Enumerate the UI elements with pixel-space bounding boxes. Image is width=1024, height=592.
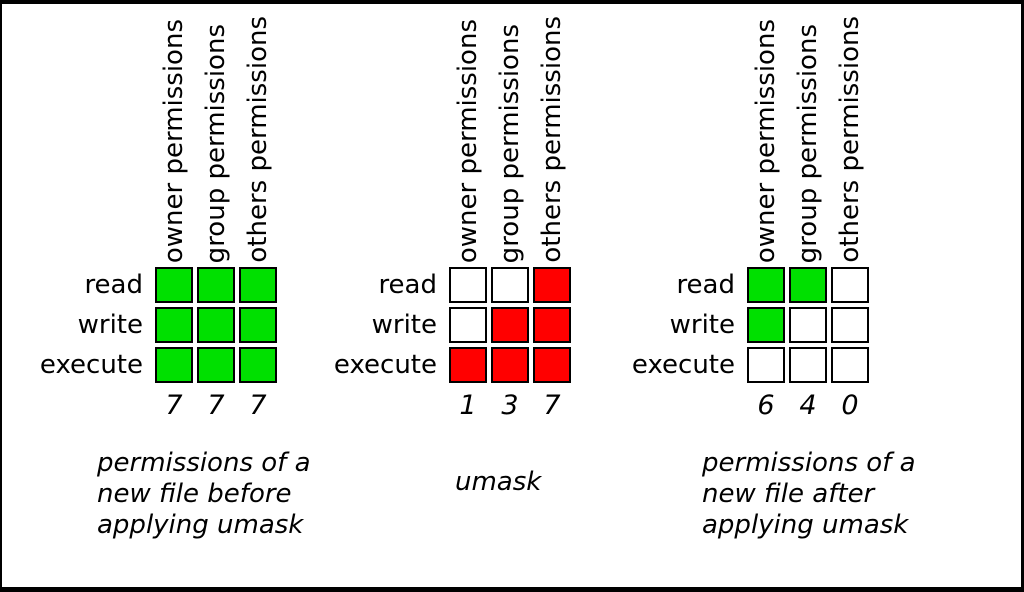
digit-group: 3: [501, 390, 519, 421]
digit-owner: 7: [165, 390, 183, 421]
caption-after-umask: permissions of a new file after applying…: [702, 448, 916, 540]
digit-others: 7: [249, 390, 267, 421]
cell-read-group: [789, 267, 827, 303]
digit-owner: 1: [459, 390, 477, 421]
row-label-read: read: [676, 270, 735, 300]
digit-owner: 6: [757, 390, 775, 421]
cell-write-group: [789, 307, 827, 343]
row-label-write: write: [77, 310, 143, 340]
digit-group: 4: [799, 390, 817, 421]
cell-read-owner: [747, 267, 785, 303]
cell-execute-owner: [747, 347, 785, 383]
digit-others: 7: [543, 390, 561, 421]
col-label-others: others permissions: [537, 16, 567, 263]
corner-spacer: [634, 16, 743, 263]
cell-execute-group: [197, 347, 235, 383]
cell-execute-others: [831, 347, 869, 383]
caption-before-umask: permissions of a new file before applyin…: [97, 448, 311, 540]
cell-write-group: [491, 307, 529, 343]
corner-spacer: [336, 16, 445, 263]
digit-spacer: [336, 387, 445, 419]
matrix-before-umask: owner permissions group permissions othe…: [39, 16, 277, 421]
cell-execute-owner: [449, 347, 487, 383]
cell-execute-others: [239, 347, 277, 383]
matrix-umask: owner permissions group permissions othe…: [333, 16, 571, 421]
col-label-others: others permissions: [243, 16, 273, 263]
cell-execute-others: [533, 347, 571, 383]
row-label-read: read: [84, 270, 143, 300]
cell-write-others: [533, 307, 571, 343]
digit-group: 7: [207, 390, 225, 421]
cell-read-others: [831, 267, 869, 303]
cell-execute-group: [789, 347, 827, 383]
cell-read-owner: [155, 267, 193, 303]
cell-read-group: [491, 267, 529, 303]
col-label-owner: owner permissions: [159, 18, 189, 263]
cell-read-others: [239, 267, 277, 303]
row-label-execute: execute: [39, 350, 143, 380]
cell-write-others: [239, 307, 277, 343]
col-label-group: group permissions: [201, 23, 231, 263]
col-label-group: group permissions: [495, 23, 525, 263]
col-label-others: others permissions: [835, 16, 865, 263]
digit-spacer: [42, 387, 151, 419]
cell-write-group: [197, 307, 235, 343]
digit-others: 0: [841, 390, 859, 421]
cell-write-owner: [449, 307, 487, 343]
digit-spacer: [634, 387, 743, 419]
col-label-owner: owner permissions: [453, 18, 483, 263]
cell-execute-owner: [155, 347, 193, 383]
cell-write-others: [831, 307, 869, 343]
row-label-read: read: [378, 270, 437, 300]
row-label-execute: execute: [333, 350, 437, 380]
cell-write-owner: [747, 307, 785, 343]
row-label-write: write: [371, 310, 437, 340]
cell-read-group: [197, 267, 235, 303]
cell-write-owner: [155, 307, 193, 343]
matrix-after-umask: owner permissions group permissions othe…: [631, 16, 869, 421]
caption-umask: umask: [455, 467, 542, 497]
row-label-execute: execute: [631, 350, 735, 380]
corner-spacer: [42, 16, 151, 263]
row-label-write: write: [669, 310, 735, 340]
col-label-owner: owner permissions: [751, 18, 781, 263]
cell-read-others: [533, 267, 571, 303]
cell-read-owner: [449, 267, 487, 303]
cell-execute-group: [491, 347, 529, 383]
col-label-group: group permissions: [793, 23, 823, 263]
